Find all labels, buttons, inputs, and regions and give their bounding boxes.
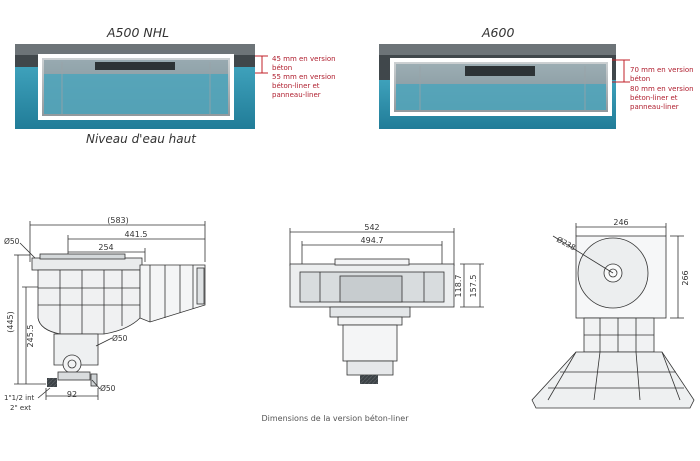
a600-skimmer-section — [379, 44, 630, 129]
top-dim-d238: Ø238 — [555, 235, 577, 253]
front-dim-1187: 118.7 — [454, 275, 463, 298]
side-dim-445: (445) — [6, 311, 15, 333]
a500-note-1: 45 mm en version — [272, 55, 336, 63]
a600-note-3: 80 mm en version — [630, 85, 694, 93]
front-dim-1575: 157.5 — [469, 275, 478, 298]
a500-title: A500 NHL — [107, 25, 170, 40]
a600-note-4: béton-liner et — [630, 94, 678, 102]
side-view-drawing — [14, 221, 206, 400]
water-level-caption: Niveau d'eau haut — [86, 132, 196, 146]
side-dim-92: 92 — [67, 390, 77, 399]
a500-note-3: 55 mm en version — [272, 73, 336, 81]
side-dim-583: (583) — [107, 216, 129, 225]
a500-note-5: panneau-liner — [272, 91, 321, 99]
a600-note-2: béton — [630, 75, 650, 83]
top-dim-246: 246 — [613, 218, 628, 227]
a500-note-4: béton-liner et — [272, 82, 320, 90]
a500-skimmer-section — [15, 44, 268, 129]
side-dim-2455: 245.5 — [26, 325, 35, 348]
top-dim-266: 266 — [681, 270, 690, 285]
bottom-caption: Dimensions de la version béton-liner — [261, 413, 409, 423]
a500-note-2: béton — [272, 64, 292, 72]
a600-title: A600 — [482, 25, 515, 40]
thread-int: 1"1/2 int — [4, 394, 35, 402]
front-dim-4947: 494.7 — [361, 236, 384, 245]
side-dim-d50-top: Ø50 — [4, 237, 20, 246]
side-dim-d50-low: Ø50 — [100, 384, 116, 393]
side-dim-441: 441.5 — [125, 230, 148, 239]
thread-ext: 2" ext — [10, 404, 31, 412]
side-dim-d50-mid: Ø50 — [112, 334, 128, 343]
side-dim-254: 254 — [98, 243, 113, 252]
a600-note-1: 70 mm en version — [630, 66, 694, 74]
front-dim-542: 542 — [364, 223, 379, 232]
front-view-drawing — [289, 228, 484, 384]
top-view-drawing — [531, 223, 695, 409]
a600-note-5: panneau-liner — [630, 103, 679, 111]
